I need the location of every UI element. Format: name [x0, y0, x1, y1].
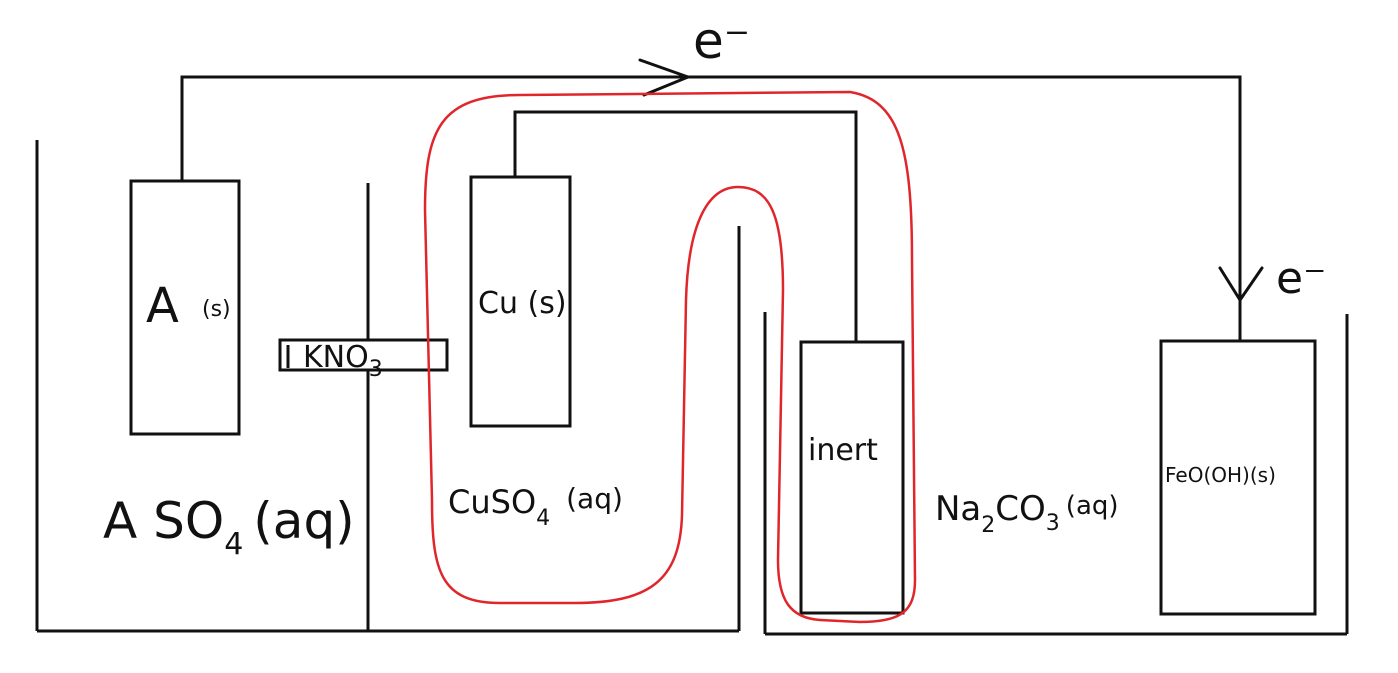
- electrode-inert: [799, 340, 905, 615]
- left-container: [35, 140, 741, 633]
- na2co3-label: Na2CO3(aq): [935, 489, 1119, 538]
- right-container: [763, 312, 1349, 636]
- na2co3-sub2: 3: [1046, 511, 1060, 536]
- na2co3-state: (aq): [1066, 491, 1119, 521]
- electrode-cu-label: Cu (s): [478, 286, 567, 321]
- cuso4-base: CuSO: [448, 483, 536, 521]
- cuso4-sub: 4: [536, 506, 550, 531]
- red-highlight-loop: [423, 90, 917, 624]
- salt-bridge-sub: 3: [369, 357, 383, 382]
- cuso4-state: (aq): [566, 482, 623, 515]
- electrode-cu: [469, 175, 572, 428]
- electrode-a-state: (s): [202, 297, 231, 322]
- salt-bridge-box: [278, 338, 449, 372]
- cuso4-label: CuSO4 (aq): [448, 482, 623, 531]
- electron-label-right: e⁻: [1276, 253, 1326, 304]
- aso4-sub: 4: [224, 527, 243, 562]
- aso4-state: (aq): [253, 492, 354, 550]
- aso4-base: A SO: [103, 492, 224, 550]
- salt-bridge-label: KNO3: [303, 340, 383, 382]
- outer-wire: [180, 75, 1242, 340]
- electrode-feo-label: FeO(OH)(s): [1165, 463, 1276, 487]
- top-electron-arrow: [638, 58, 690, 97]
- electrode-inert-label: inert: [808, 433, 878, 468]
- electrode-a: [129, 179, 241, 436]
- na2co3-p2: CO: [995, 489, 1046, 529]
- na2co3-p1: Na: [935, 489, 981, 529]
- na2co3-sub1: 2: [981, 513, 995, 538]
- salt-bridge-base: KNO: [303, 340, 369, 375]
- right-electron-arrow: [1218, 266, 1264, 302]
- electrode-feo: [1159, 339, 1317, 616]
- aso4-label: A SO4 (aq): [103, 492, 355, 562]
- electron-label-top: e⁻: [693, 12, 750, 70]
- electrode-a-label: A: [146, 278, 179, 334]
- inner-wire: [513, 110, 858, 342]
